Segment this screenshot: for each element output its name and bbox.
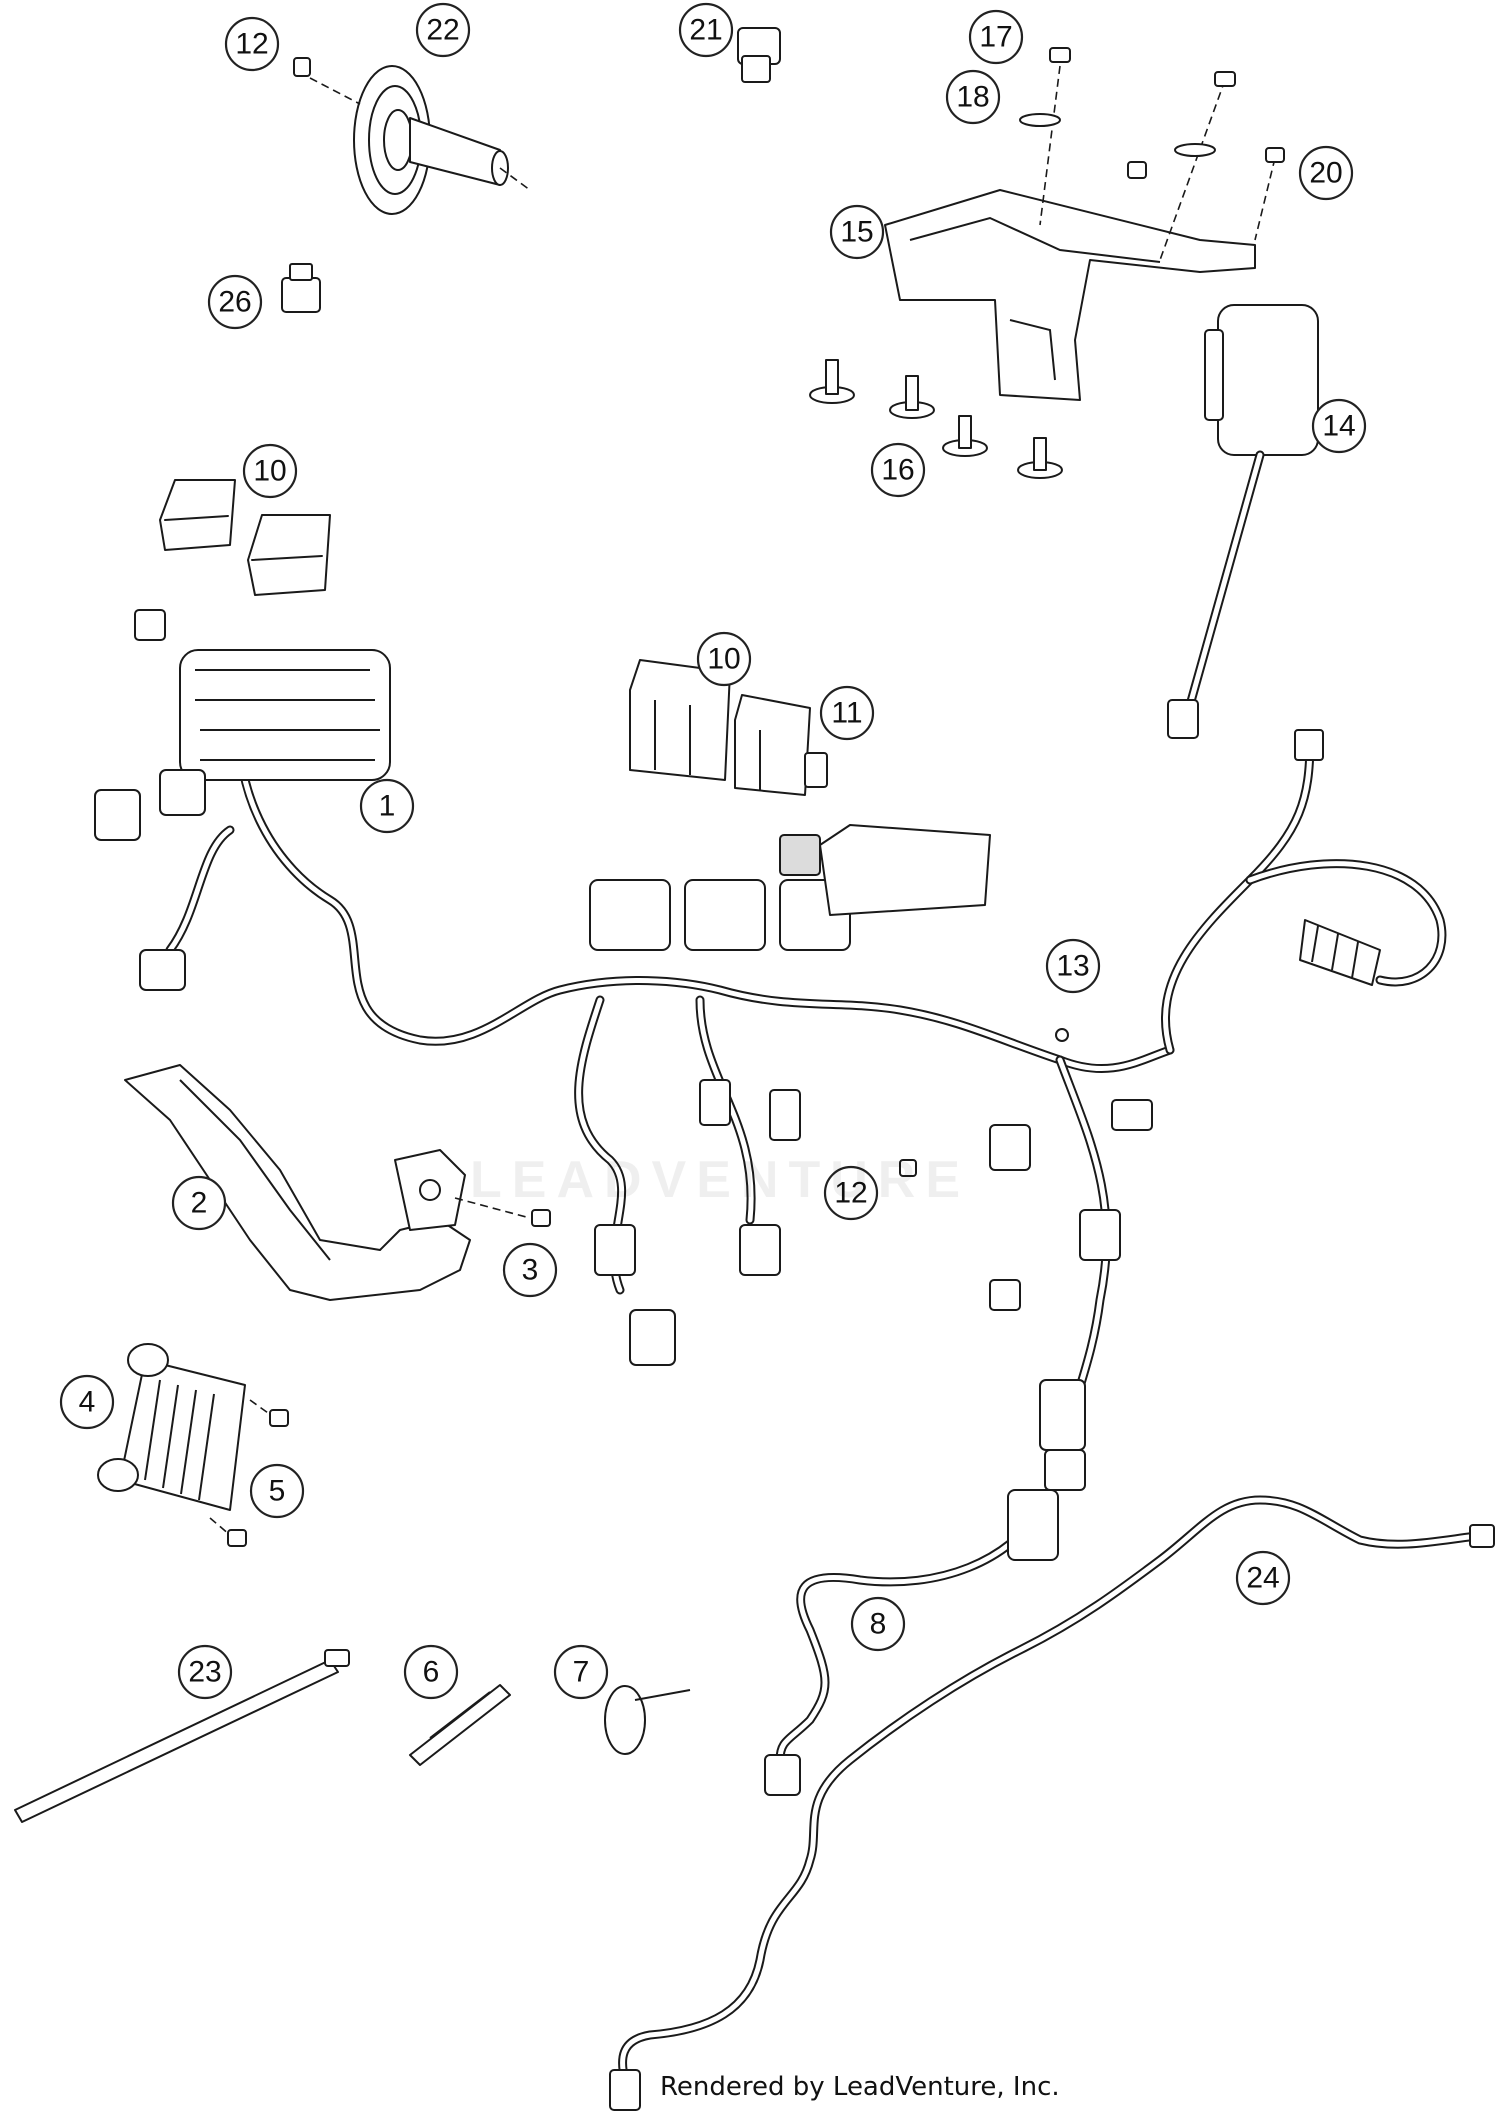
svg-text:15: 15 bbox=[840, 216, 873, 249]
sensor-14-part bbox=[1167, 304, 1319, 739]
callout-17-screw: 17 bbox=[968, 9, 1024, 65]
regulator-4-part bbox=[97, 1343, 289, 1547]
callout-24-cable: 24 bbox=[1235, 1550, 1291, 1606]
callout-21-connector: 21 bbox=[678, 2, 734, 58]
callout-26-connector: 26 bbox=[207, 274, 263, 330]
callout-12-horn-screw: 12 bbox=[224, 16, 280, 72]
svg-text:8: 8 bbox=[870, 1608, 887, 1641]
watermark: LEADVENTURE bbox=[470, 1151, 971, 1209]
clip-7-part bbox=[604, 1685, 691, 1755]
callout-15-bracket: 15 bbox=[829, 204, 885, 260]
cable-24-part bbox=[609, 1495, 1495, 2111]
svg-text:4: 4 bbox=[79, 1386, 96, 1419]
connector-26-part bbox=[281, 263, 321, 313]
svg-text:1: 1 bbox=[379, 790, 396, 823]
callout-23-cable-tie: 23 bbox=[177, 1644, 233, 1700]
svg-text:12: 12 bbox=[235, 28, 268, 61]
svg-text:5: 5 bbox=[269, 1475, 286, 1508]
callout-10-relays-middle: 10 bbox=[696, 631, 752, 687]
callout-4-regulator: 4 bbox=[59, 1374, 115, 1430]
svg-text:11: 11 bbox=[831, 697, 862, 730]
svg-text:16: 16 bbox=[881, 454, 914, 487]
callout-14-sensor: 14 bbox=[1311, 398, 1367, 454]
svg-text:10: 10 bbox=[253, 455, 286, 488]
callout-7-clip: 7 bbox=[553, 1644, 609, 1700]
callout-5-nuts: 5 bbox=[249, 1463, 305, 1519]
svg-text:17: 17 bbox=[979, 21, 1012, 54]
rubber-mounts-16-part bbox=[809, 359, 1063, 479]
cable-tie-23-part bbox=[14, 1649, 350, 1823]
callout-11-connector: 11 bbox=[819, 685, 875, 741]
cable-8-part bbox=[764, 1489, 1059, 1796]
callout-16-rubber-mounts: 16 bbox=[870, 442, 926, 498]
svg-text:14: 14 bbox=[1322, 410, 1355, 443]
callout-12-harness-screw: 12 bbox=[823, 1165, 879, 1221]
svg-text:2: 2 bbox=[191, 1187, 208, 1220]
callout-20-screw: 20 bbox=[1298, 145, 1354, 201]
callout-10-relays-upper: 10 bbox=[242, 443, 298, 499]
callout-2-bracket: 2 bbox=[171, 1175, 227, 1231]
callout-1-main-harness: 1 bbox=[359, 778, 415, 834]
svg-text:22: 22 bbox=[426, 14, 459, 47]
svg-text:13: 13 bbox=[1056, 950, 1089, 983]
connector-21-part bbox=[737, 27, 781, 83]
label-6-part bbox=[409, 1684, 511, 1766]
connector-11-part bbox=[804, 752, 828, 788]
svg-text:26: 26 bbox=[218, 286, 251, 319]
callout-6-label: 6 bbox=[403, 1644, 459, 1700]
credit-text: Rendered by LeadVenture, Inc. bbox=[660, 2072, 1060, 2102]
bracket-15-part bbox=[884, 47, 1285, 401]
relays-10-middle-part bbox=[629, 659, 811, 796]
svg-text:24: 24 bbox=[1246, 1562, 1279, 1595]
svg-text:12: 12 bbox=[834, 1177, 867, 1210]
svg-text:3: 3 bbox=[522, 1254, 539, 1287]
svg-text:18: 18 bbox=[956, 81, 989, 114]
callout-3-screw: 3 bbox=[502, 1242, 558, 1298]
svg-text:10: 10 bbox=[707, 643, 740, 676]
horn-part bbox=[293, 57, 531, 215]
svg-text:7: 7 bbox=[573, 1656, 590, 1689]
main-wire-harness-1-part bbox=[94, 609, 1447, 1491]
callout-22-horn: 22 bbox=[415, 2, 471, 58]
svg-text:23: 23 bbox=[188, 1656, 221, 1689]
svg-text:20: 20 bbox=[1309, 157, 1342, 190]
callout-13-screw: 13 bbox=[1045, 938, 1101, 994]
svg-text:6: 6 bbox=[423, 1656, 440, 1689]
callout-18-washer: 18 bbox=[945, 69, 1001, 125]
relays-10-upper-part bbox=[159, 479, 331, 596]
mount-bracket-2-part bbox=[124, 1064, 551, 1301]
callout-8-cable: 8 bbox=[850, 1596, 906, 1652]
svg-text:21: 21 bbox=[689, 14, 722, 47]
